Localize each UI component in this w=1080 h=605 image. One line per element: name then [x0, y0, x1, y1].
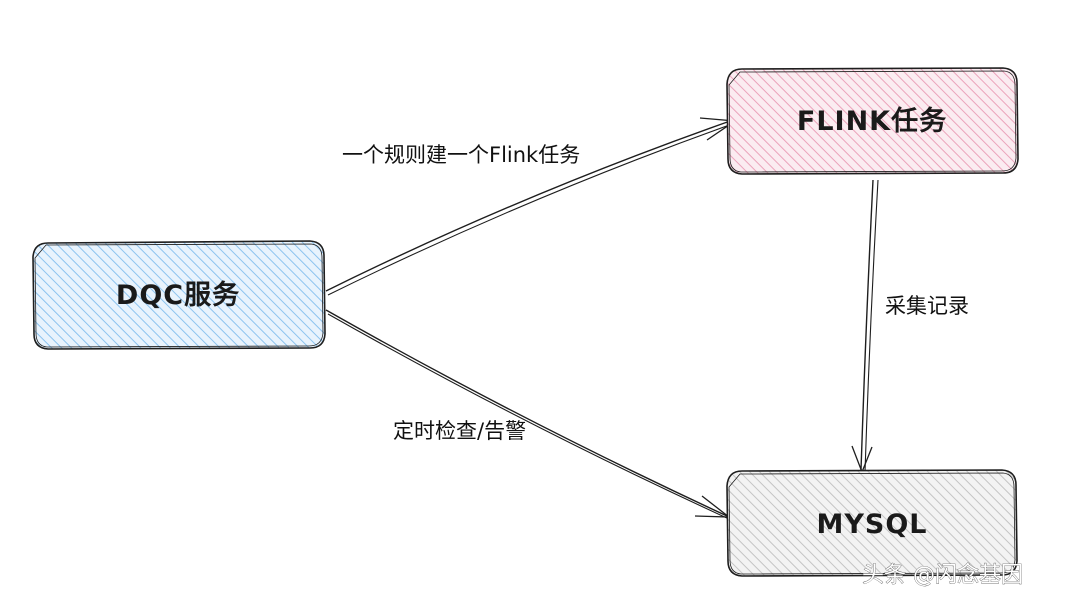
edge-line-sketch [327, 122, 736, 296]
node-label-flink: FLINK任务 [797, 106, 947, 137]
arrowhead-icon [694, 495, 731, 518]
node-box [726, 469, 1018, 577]
node-box [32, 240, 326, 350]
watermark-text: 头条 @闪念基因 [862, 563, 1023, 588]
node-box-sketch [728, 70, 1017, 173]
node-box-sketch [728, 472, 1016, 575]
node-label-mysql: MYSQL [816, 509, 927, 540]
edge-line [860, 179, 874, 471]
node-box [726, 67, 1019, 175]
edge-line [325, 119, 734, 292]
edge-flink-to-mysql [851, 179, 879, 474]
node-flink[interactable]: FLINK任务 [726, 67, 1019, 175]
edge-dqc-to-mysql [325, 309, 731, 520]
edge-line-sketch [327, 313, 730, 520]
node-dqc[interactable]: DQC服务 [32, 240, 326, 350]
edge-label-dqc-to-flink: 一个规则建一个Flink任务 [342, 143, 580, 167]
node-mysql[interactable]: MYSQL [726, 469, 1018, 577]
edge-label-dqc-to-mysql: 定时检查/告警 [393, 419, 526, 443]
edge-line [325, 309, 728, 517]
edge-line-sketch [864, 179, 879, 473]
node-box-sketch [34, 243, 324, 348]
node-label-dqc: DQC服务 [116, 280, 240, 311]
edge-label-flink-to-mysql: 采集记录 [885, 294, 969, 318]
